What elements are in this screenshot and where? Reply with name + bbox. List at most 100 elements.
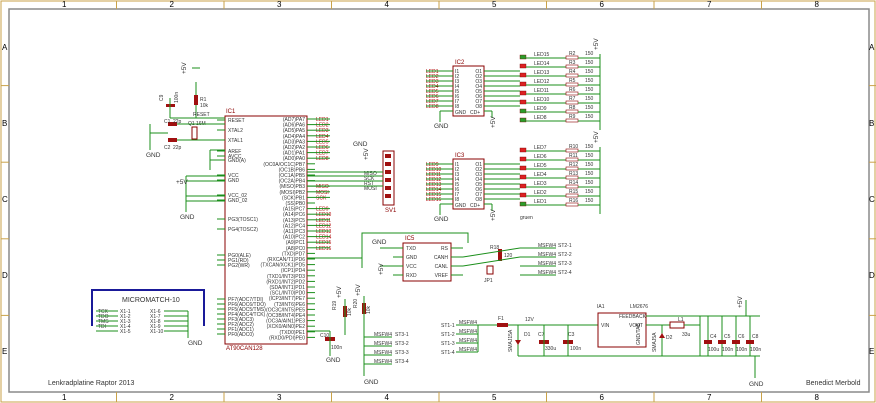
r19-value: 10k (347, 307, 353, 316)
leds_top-res-value-6: 150 (585, 105, 594, 111)
leds_top-led-0 (519, 54, 527, 60)
leds_bottom-led-6 (519, 201, 527, 207)
can-net-3: MSFW4 (538, 270, 556, 276)
driver_top-in-1: I2 (455, 74, 459, 80)
mcu-left-pin-15: PF7(ADC7/TDI) (228, 297, 264, 303)
mcu-left-pin-3: AREF (228, 149, 241, 155)
mcu-net-16: LED9 (316, 207, 329, 213)
out-cap-0 (704, 340, 712, 344)
mm-net-3: TDI (98, 324, 106, 330)
micromatch-title: MICROMATCH-10 (122, 297, 180, 304)
mcu-right-pin-0: (AD7)PA7 (283, 117, 305, 123)
can-net-1: MSFW4 (538, 252, 556, 258)
pw-net-3: MSFW4 (459, 347, 477, 353)
leds_top-led-2 (519, 72, 527, 78)
mcu-net-19: LED12 (316, 223, 332, 229)
mm-net-0: TCK (98, 309, 109, 315)
mcu-right-pin-25: (RXCAN/T1)PD6 (267, 257, 305, 263)
driver_bottom-out-1: O2 (475, 167, 482, 173)
r1-label: R1 (200, 97, 207, 103)
leds_top-res-label-0: R2 (569, 51, 576, 57)
column-label-1: 1 (62, 0, 67, 9)
ia1-vin: VIN (601, 323, 610, 329)
c1-label: C1 (164, 119, 171, 125)
mcu-right-pin-26: (TXCAN/XCK1)PD5 (261, 263, 306, 269)
driver_top-out-3: O4 (475, 84, 482, 90)
can-net-2: MSFW4 (538, 261, 556, 267)
mcu-right-pin-35: (OC3B/INT4)PE4 (266, 313, 305, 319)
driver_bottom-cd-pin: CD+ (470, 203, 480, 209)
mcu-vcc-label: +5V (176, 179, 188, 186)
r20-vcc: +5V (355, 284, 362, 296)
mcu-right-pin-34: (OC3C/INT5)PE5 (266, 307, 305, 313)
ic5-can (402, 242, 452, 282)
d1-part: SMAJ15A (508, 329, 514, 352)
leds_bottom-res-value-4: 150 (585, 180, 594, 186)
mcu-left-pin-14: PG2(WR) (228, 263, 250, 269)
mcu-right-pin-27: (ICP1)PD4 (281, 268, 305, 274)
out-cap-value-3: 100n (750, 347, 761, 353)
mcu-left-pins: RESETXTAL2XTAL1AREFAVCCGND(A)VCCGNDVCC_0… (217, 118, 266, 338)
pw-net-2: MSFW4 (459, 338, 477, 344)
leds_bottom-res-label-1: R11 (569, 153, 578, 159)
power-gnd: GND (749, 381, 764, 388)
leds_top-res-value-0: 150 (585, 51, 594, 57)
leds_bottom-led-label-2: LED5 (534, 163, 547, 169)
c10-gnd: GND (326, 357, 341, 364)
out-cap-label-1: C5 (724, 334, 731, 340)
leds_bottom-led-label-3: LED4 (534, 172, 547, 178)
leds_bottom-res-value-6: 150 (585, 198, 594, 204)
pw-in-2: ST1-3 (441, 341, 455, 347)
r18-value: 120 (504, 253, 513, 259)
driver_bottom-net-5: LED14 (426, 187, 442, 193)
leds_top-res-label-2: R4 (569, 69, 576, 75)
mcu-net-1: LED2 (316, 123, 329, 129)
mcu-right-pin-18: (A13)PC5 (283, 218, 305, 224)
can-right-pin-0: RS (441, 246, 449, 252)
mcu-net-17: LED10 (316, 212, 332, 218)
mcu-left-pin-5: GND(A) (228, 158, 246, 164)
driver_bottom-in-5: I6 (455, 187, 459, 193)
driver_top-out-6: O7 (475, 99, 482, 105)
mcu-left-pin-17: PF5(ADC5/TMS) (228, 307, 266, 313)
leds_top-led-6 (519, 108, 527, 114)
f1-label: F1 (498, 316, 504, 322)
driver_top-out-7: O8 (475, 104, 482, 110)
driver_top-out-1: O2 (475, 74, 482, 80)
mcu-right-pin-12: (MISO)PB3 (279, 184, 305, 190)
driver_top-gnd-pin: GND (455, 110, 467, 116)
leds_top-res-label-3: R5 (569, 78, 576, 84)
f1-fuse (497, 323, 508, 327)
mcu-right-pin-19: (A12)PC4 (283, 223, 305, 229)
driver_top-net-6: LED7 (426, 99, 439, 105)
isp-pin-pad (385, 178, 391, 182)
leds_bottom-led-1 (519, 156, 527, 162)
can-left-pin-1: GND (406, 255, 418, 261)
ic3-gnd: GND (434, 216, 449, 223)
c9-label: C9 (159, 94, 165, 101)
r18-resistor (498, 249, 502, 261)
ic3-driver (452, 158, 485, 210)
row-label-B: B (2, 119, 7, 128)
ic3-label: IC3 (455, 153, 465, 159)
ic2-gnd: GND (434, 123, 449, 130)
driver_bottom-out-5: O6 (475, 187, 482, 193)
can-vcc: +5V (378, 263, 385, 275)
btn-st-2: ST3-3 (395, 350, 409, 356)
mcu-net-2: LED3 (316, 128, 329, 134)
leds_bottom-res-label-4: R14 (569, 180, 578, 186)
mm-right-pin-2: X1-8 (150, 319, 161, 325)
mcu-right-pin-16: (A15)PC7 (283, 207, 305, 213)
driver_top-net-0: LED1 (426, 69, 439, 75)
ia1-vout: VOUT (629, 323, 643, 329)
mcu-net-18: LED11 (316, 218, 331, 224)
jp1-label: JP1 (484, 278, 493, 284)
column-label-bottom-1: 1 (62, 393, 67, 402)
leds_bottom-led-4 (519, 183, 527, 189)
leds_top-led-4 (519, 90, 527, 96)
